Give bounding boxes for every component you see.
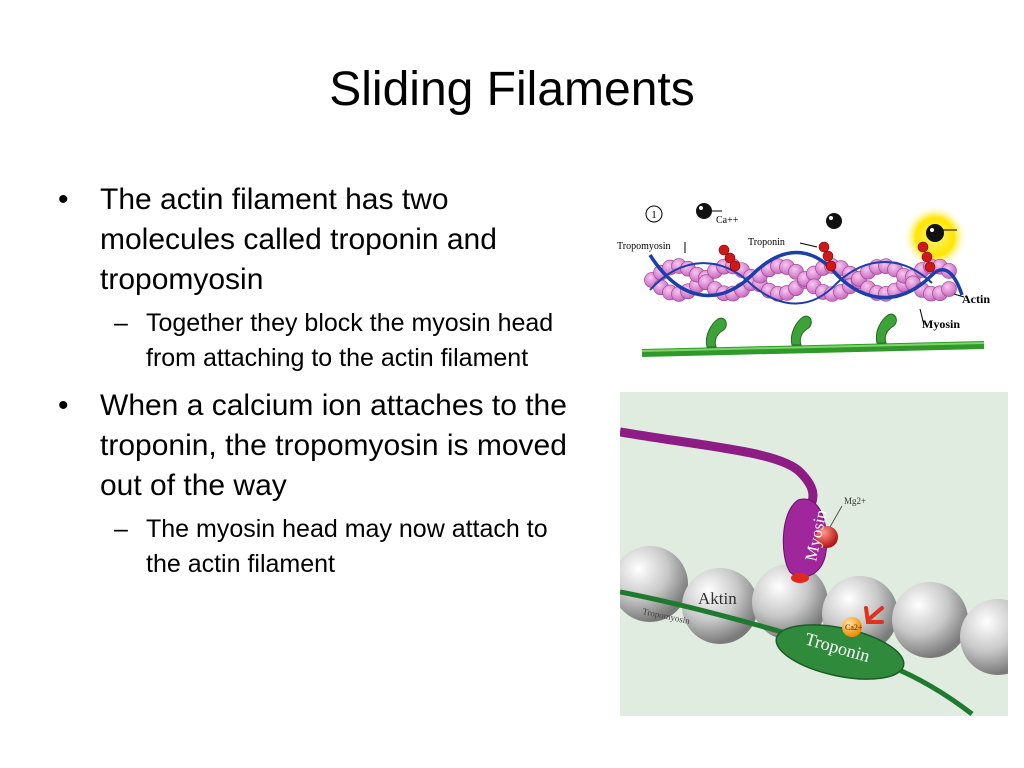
bullet-1: • The actin filament has two molecules c… xyxy=(58,180,578,300)
bullet-2: • When a calcium ion attaches to the tro… xyxy=(58,386,578,506)
myosin-actin-binding-diagram: Myosin Mg2+ Aktin Tropomyosin Ca2+ Tropo… xyxy=(620,392,1008,716)
myosin-neck xyxy=(620,427,818,510)
myosin-head xyxy=(782,498,828,578)
dash-marker: – xyxy=(114,515,128,543)
ca-label: Ca++ xyxy=(716,215,739,226)
mg-label: Mg2+ xyxy=(844,496,866,506)
step-number: 1 xyxy=(651,209,657,221)
mg-ion xyxy=(816,526,838,548)
bullet-1-text: The actin filament has two molecules cal… xyxy=(100,183,497,296)
sub-bullet-2-text: The myosin head may now attach to the ac… xyxy=(146,515,548,578)
aktin-label: Aktin xyxy=(698,589,737,608)
troponin-label: Troponin xyxy=(748,237,785,248)
myosin-tail xyxy=(641,341,985,357)
tropomyosin-label: Tropomyosin xyxy=(617,241,671,252)
myosin-heads xyxy=(705,313,897,348)
bullet-marker: • xyxy=(58,183,69,216)
actin-filament-diagram: 1 Ca++ Tropomyosin Troponin Actin Myosin xyxy=(617,203,990,357)
ca-label: Ca2+ xyxy=(845,623,863,632)
actin-bead xyxy=(941,281,957,297)
sub-bullet-2: – The myosin head may now attach to the … xyxy=(114,512,578,582)
ca-arrow xyxy=(864,606,884,624)
sub-bullet-1-text: Together they block the myosin head from… xyxy=(146,309,554,372)
troponin-clusters xyxy=(718,241,936,273)
ca-ion xyxy=(842,617,862,637)
slide-content: • The actin filament has two molecules c… xyxy=(58,180,578,592)
dash-marker: – xyxy=(114,309,128,337)
slide-title: Sliding Filaments xyxy=(329,63,695,116)
bullet-2-text: When a calcium ion attaches to the tropo… xyxy=(100,389,567,502)
sub-bullet-1: – Together they block the myosin head fr… xyxy=(114,306,578,376)
bullet-marker: • xyxy=(58,389,69,422)
myosin-label: Myosin xyxy=(922,317,960,331)
actin-label: Actin xyxy=(962,292,990,306)
